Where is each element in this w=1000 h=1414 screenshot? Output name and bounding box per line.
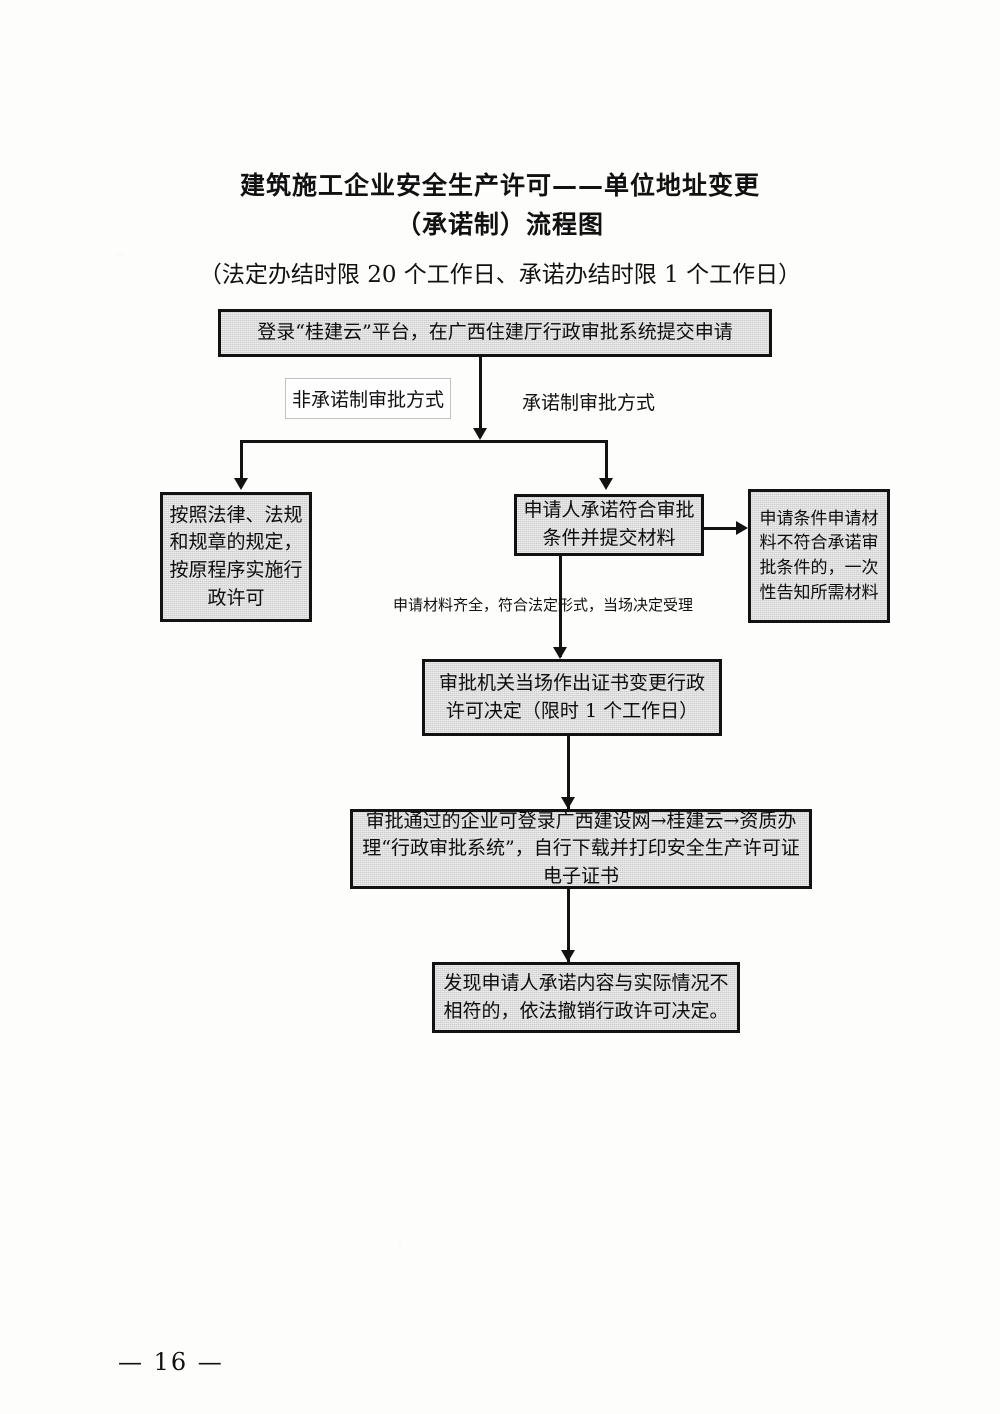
flow-node-one-time-notice: 申请条件申请材料不符合承诺审批条件的，一次性告知所需材料 [748,489,890,623]
flow-node-legacy-procedure: 按照法律、法规和规章的规定，按原程序实施行政许可 [160,492,312,622]
flow-node-submit-application-label: 登录“桂建云”平台，在广西住建厅行政审批系统提交申请 [257,321,733,344]
connector-decision-to-print [567,736,570,811]
connector-split-right [605,440,608,480]
connector-split-bar [240,440,608,443]
page-number: — 16 — [118,1348,224,1376]
page-title-line-1: 建筑施工企业安全生产许可——单位地址变更 [239,171,760,200]
arrow-right-icon-reject [736,521,748,535]
branch-label-promise: 承诺制审批方式 [522,392,656,414]
flow-node-applicant-promise: 申请人承诺符合审批条件并提交材料 [514,494,704,556]
arrow-down-icon-decision [553,647,567,659]
flow-node-revoke-decision: 发现申请人承诺内容与实际情况不相符的，依法撤销行政许可决定。 [432,962,740,1033]
connector-print-to-revoke [567,889,570,965]
flow-node-applicant-promise-label: 申请人承诺符合审批条件并提交材料 [523,499,695,549]
page-subtitle: （法定办结时限 20 个工作日、承诺办结时限 1 个工作日） [198,262,802,288]
edge-label-accept-condition: 申请材料齐全，符合法定形式，当场决定受理 [393,596,694,614]
connector-submit-to-split [479,357,482,430]
page-title-line-2: （承诺制）流程图 [395,210,604,239]
connector-promise-to-decision [559,556,562,657]
arrow-down-icon-submit-split [473,428,487,440]
arrow-down-icon-print [561,797,575,809]
branch-label-non-promise: 非承诺制审批方式 [285,378,451,419]
arrow-down-icon-left-branch [234,478,248,490]
flow-node-submit-application: 登录“桂建云”平台，在广西住建厅行政审批系统提交申请 [218,309,772,357]
branch-label-non-promise-text: 非承诺制审批方式 [291,389,444,411]
flow-node-one-time-notice-label: 申请条件申请材料不符合承诺审批条件的，一次性告知所需材料 [759,508,879,603]
arrow-down-icon-right-branch [599,478,613,490]
connector-split-left [240,440,243,480]
flow-node-approval-decision: 审批机关当场作出证书变更行政许可决定（限时 1 个工作日） [422,659,722,736]
flow-node-print-certificate-label: 审批通过的企业可登录广西建设网→桂建云→资质办理“行政审批系统”，自行下载并打印… [362,809,800,887]
arrow-down-icon-revoke [561,950,575,962]
flow-node-print-certificate: 审批通过的企业可登录广西建设网→桂建云→资质办理“行政审批系统”，自行下载并打印… [350,809,812,889]
flow-node-approval-decision-label: 审批机关当场作出证书变更行政许可决定（限时 1 个工作日） [438,671,705,722]
connector-promise-to-reject [704,527,740,530]
flow-node-legacy-procedure-label: 按照法律、法规和规章的规定，按原程序实施行政许可 [169,503,303,609]
flow-node-revoke-decision-label: 发现申请人承诺内容与实际情况不相符的，依法撤销行政许可决定。 [443,971,729,1022]
